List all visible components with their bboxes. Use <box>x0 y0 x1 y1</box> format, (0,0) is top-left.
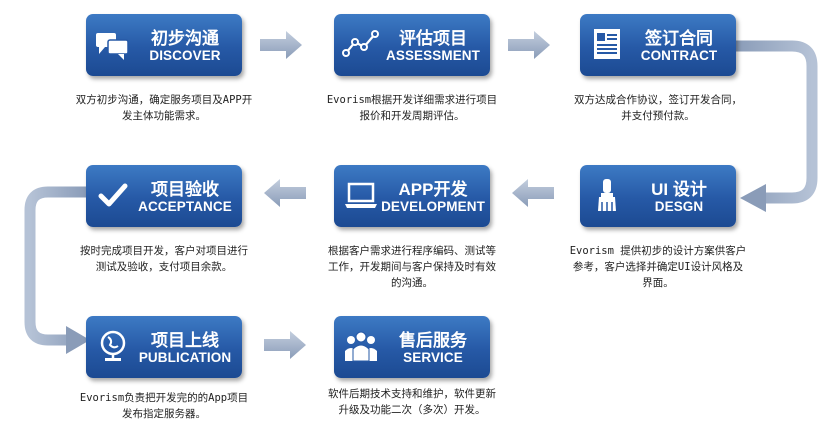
step-description: Evorism 提供初步的设计方案供客户参考，客户选择并确定UI设计风格及界面。 <box>569 245 747 289</box>
paint-brush-icon <box>598 179 616 211</box>
step-contract: 签订合同 CONTRACT <box>580 14 736 76</box>
step-description: 根据客户需求进行程序编码、测试等工作，开发期间与客户保持及时有效的沟通。 <box>328 245 496 289</box>
step-subtitle: PUBLICATION <box>138 350 232 365</box>
step-title: APP开发 <box>398 180 468 199</box>
step-title: 项目验收 <box>151 180 219 199</box>
step-development: APP开发 DEVELOPMENT <box>334 165 490 227</box>
document-icon <box>594 29 620 59</box>
globe-icon <box>100 330 126 361</box>
step-assessment: 评估项目 ASSESSMENT <box>334 14 490 76</box>
checkmark-icon <box>98 183 128 207</box>
step-service: 售后服务 SERVICE <box>334 316 490 378</box>
step-subtitle: ACCEPTANCE <box>138 199 232 214</box>
step-title: 售后服务 <box>399 331 467 350</box>
step-subtitle: DEVELOPMENT <box>381 199 485 214</box>
step-title: UI 设计 <box>651 180 707 199</box>
step-publication: 项目上线 PUBLICATION <box>86 316 242 378</box>
step-title: 评估项目 <box>399 29 467 48</box>
step-discover: 初步沟通 DISCOVER <box>86 14 242 76</box>
step-description: 软件后期技术支持和维护，软件更新升级及功能二次（多次）开发。 <box>328 388 496 416</box>
step-description: Evorism根据开发详细需求进行项目报价和开发周期评估。 <box>326 94 498 122</box>
u-turn-arrow-right <box>736 40 818 212</box>
arrow-right-2 <box>508 31 550 59</box>
step-description: 按时完成项目开发，客户对项目进行测试及验收，支付项目余款。 <box>80 245 248 273</box>
u-turn-arrow-left <box>24 186 90 354</box>
arrow-right-1 <box>260 31 302 59</box>
step-design: UI 设计 DESGN <box>580 165 736 227</box>
step-subtitle: SERVICE <box>403 350 463 365</box>
step-description: 双方达成合作协议，签订开发合同，并支付预付款。 <box>574 94 742 122</box>
step-subtitle: DESGN <box>654 199 704 214</box>
step-title: 签订合同 <box>645 29 713 48</box>
step-description: Evorism负责把开发完的的App项目发布指定服务器。 <box>79 392 249 420</box>
step-title: 项目上线 <box>151 331 219 350</box>
step-acceptance: 项目验收 ACCEPTANCE <box>86 165 242 227</box>
chat-bubbles-icon <box>96 33 129 60</box>
step-description: 双方初步沟通，确定服务项目及APP开发主体功能需求。 <box>75 94 253 122</box>
arrow-right-3 <box>264 331 306 359</box>
people-icon <box>345 331 377 362</box>
laptop-icon <box>345 182 377 208</box>
step-subtitle: ASSESSMENT <box>385 48 481 63</box>
step-subtitle: DISCOVER <box>149 48 221 63</box>
arrow-left-1 <box>512 179 554 207</box>
arrow-left-2 <box>264 179 306 207</box>
line-graph-icon <box>342 30 379 57</box>
step-title: 初步沟通 <box>151 29 219 48</box>
step-subtitle: CONTRACT <box>640 48 718 63</box>
